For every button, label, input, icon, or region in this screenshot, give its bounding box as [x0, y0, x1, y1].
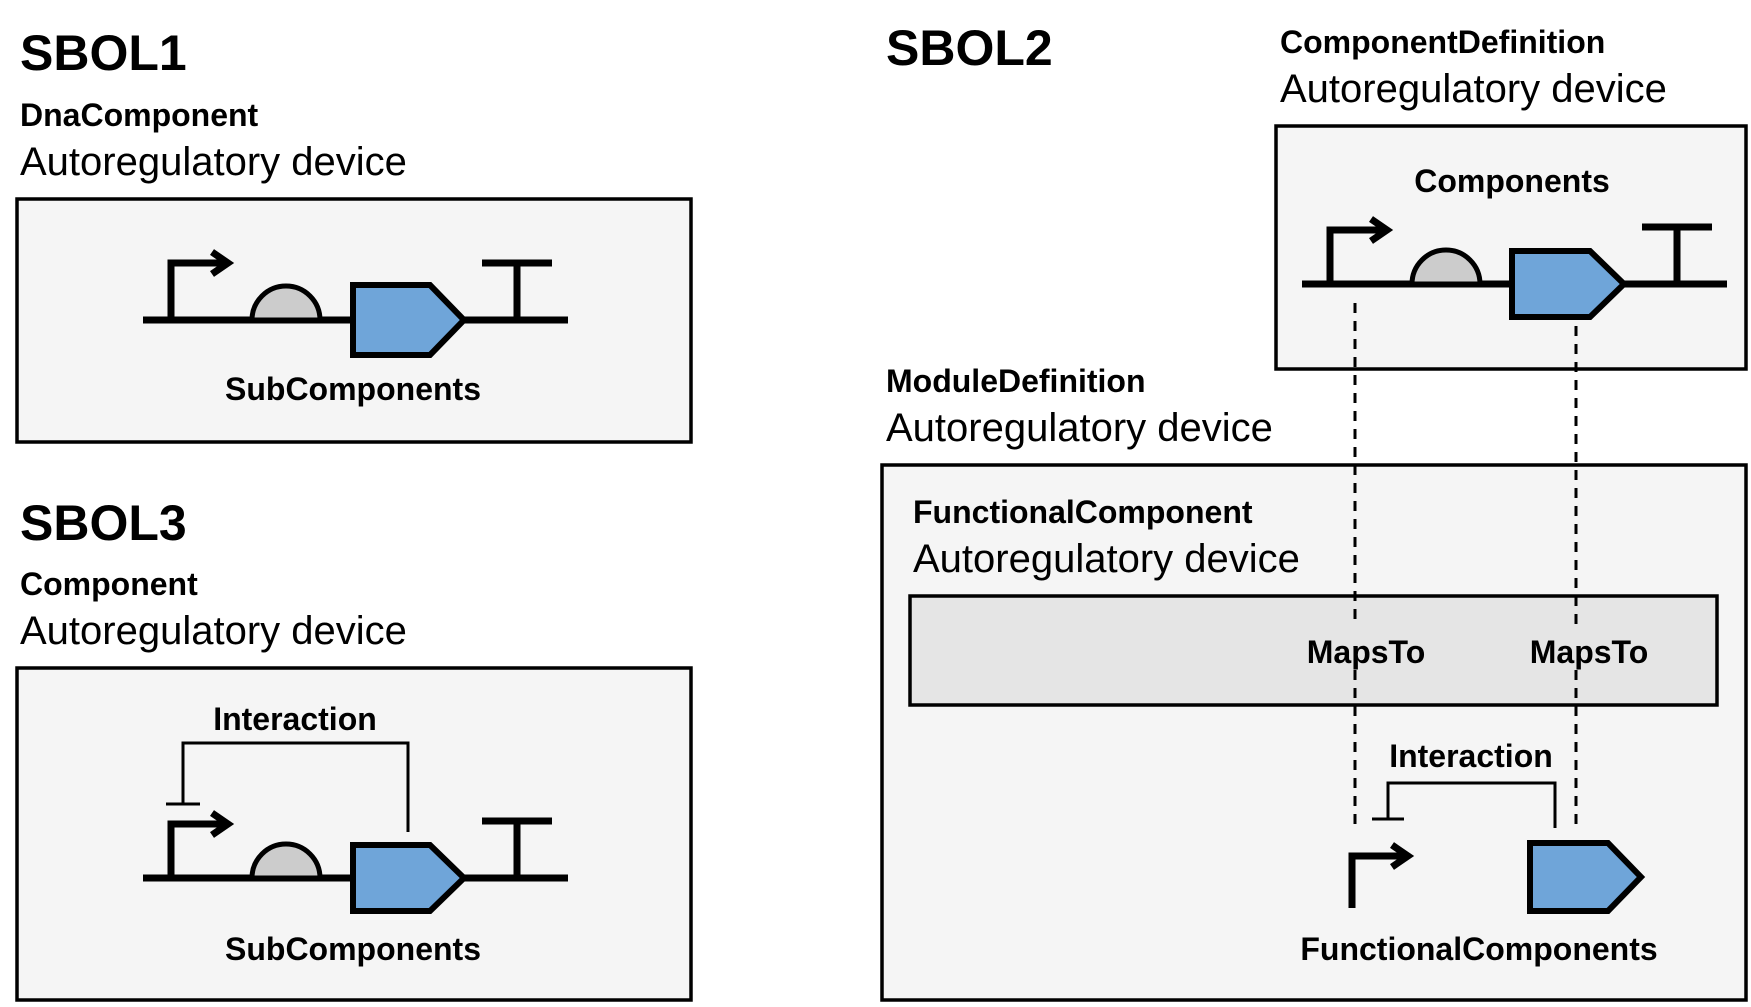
cds-glyph: [350, 842, 469, 914]
sbol2-genetic-construct: [1302, 216, 1727, 320]
promoter-arrowhead: [210, 810, 235, 838]
cds-glyph: [350, 282, 469, 358]
terminator-glyph: [1642, 223, 1712, 284]
sbol2-interaction-label: Interaction: [1389, 738, 1553, 774]
rbs-glyph: [1409, 247, 1483, 287]
promoter-glyph: [167, 820, 225, 878]
component-definition-class-label: ComponentDefinition: [1280, 24, 1605, 60]
functional-components-label: FunctionalComponents: [1300, 931, 1657, 967]
cds-glyph: [1509, 248, 1629, 320]
promoter-glyph: [1326, 226, 1384, 284]
cds-glyph: [1527, 840, 1646, 914]
rbs-glyph: [249, 841, 323, 881]
functional-component-name: Autoregulatory device: [913, 537, 1300, 581]
sbol2-title: SBOL2: [886, 20, 1053, 76]
inhibition-glyph: [1372, 781, 1557, 828]
sbol1-component-name: Autoregulatory device: [20, 140, 407, 184]
sbol3-title: SBOL3: [20, 495, 187, 551]
promoter-arrowhead: [1369, 216, 1394, 244]
sbol2-section: SBOL2 ComponentDefinition Autoregulatory…: [880, 20, 1748, 1002]
sbol3-class-label: Component: [20, 566, 198, 602]
sbol3-section: SBOL3 Component Autoregulatory device In…: [15, 495, 693, 1002]
sbol3-subcomponents-label: SubComponents: [225, 931, 481, 967]
sbol1-section: SBOL1 DnaComponent Autoregulatory device…: [15, 25, 693, 444]
sbol3-genetic-construct: [143, 810, 568, 914]
sbol3-interaction-label: Interaction: [213, 701, 377, 737]
sbol3-panel: [15, 666, 693, 1002]
component-definition-name: Autoregulatory device: [1280, 67, 1667, 111]
promoter-glyph: [1348, 852, 1405, 908]
sbol1-title: SBOL1: [20, 25, 187, 81]
components-label: Components: [1414, 163, 1610, 199]
sbol1-genetic-construct: [143, 249, 568, 358]
functional-component-class-label: FunctionalComponent: [913, 494, 1253, 530]
functional-component-bar: [908, 594, 1719, 707]
sbol1-subcomponents-label: SubComponents: [225, 371, 481, 407]
promoter-arrowhead: [1390, 842, 1415, 870]
module-definition-name: Autoregulatory device: [886, 406, 1273, 450]
sbol3-component-name: Autoregulatory device: [20, 609, 407, 653]
terminator-glyph: [482, 817, 552, 878]
maps-to-label-1: MapsTo: [1307, 634, 1426, 670]
terminator-glyph: [482, 259, 552, 320]
maps-to-label-2: MapsTo: [1530, 634, 1649, 670]
promoter-glyph: [167, 259, 225, 320]
module-definition-class-label: ModuleDefinition: [886, 363, 1146, 399]
rbs-glyph: [249, 283, 323, 323]
inhibition-glyph: [166, 741, 410, 832]
sbol1-class-label: DnaComponent: [20, 97, 259, 133]
promoter-arrowhead: [210, 249, 235, 277]
